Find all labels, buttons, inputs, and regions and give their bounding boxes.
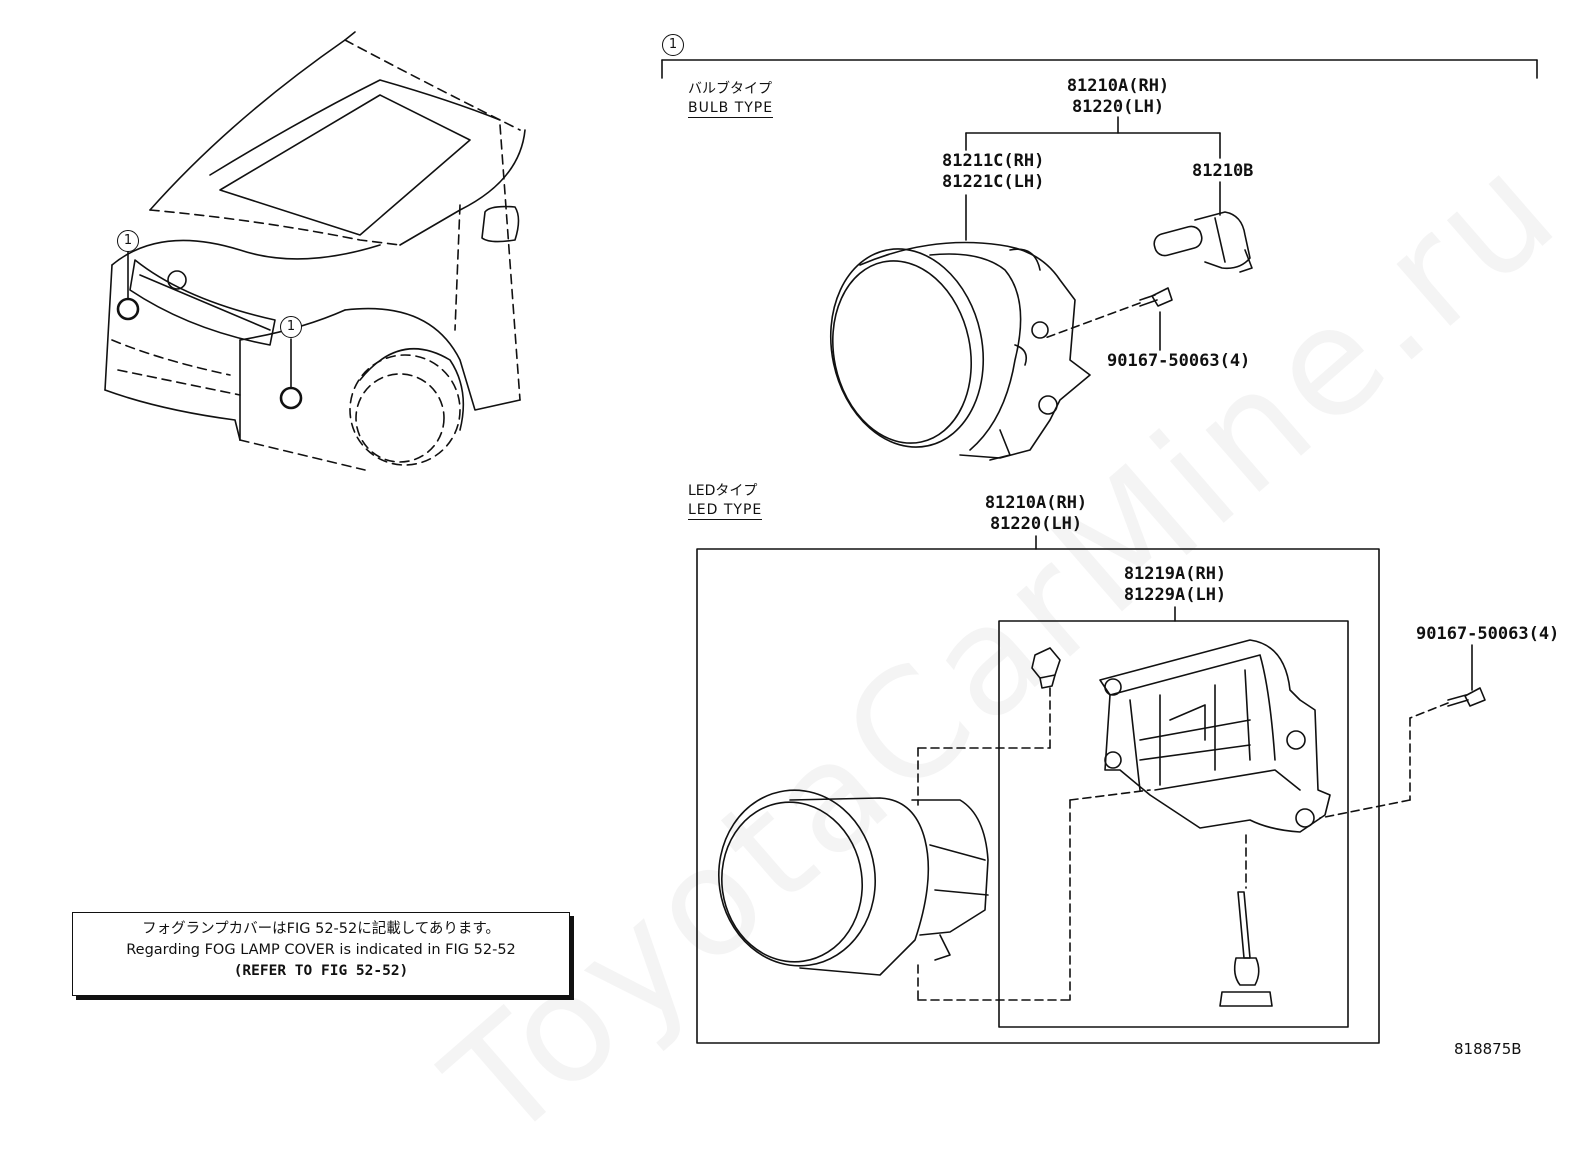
bulb-icon: [1153, 211, 1253, 273]
vehicle-location-callout: 1: [117, 230, 139, 252]
bracket-icon: [1099, 639, 1331, 833]
bulb-type-title-en: BULB TYPE: [688, 100, 774, 118]
part-number-bracket-rh: 81219A(RH): [1123, 564, 1227, 584]
led-type-assembly: [696, 535, 1486, 1044]
part-number-unit-rh: 81211C(RH): [942, 151, 1045, 171]
note-line-ref: (REFER TO FIG 52-52): [233, 963, 409, 979]
part-number-assy-lh: 81220(LH): [1071, 97, 1165, 117]
led-type-title-jp: LEDタイプ: [688, 483, 758, 499]
part-number-unit-lh: 81221C(LH): [942, 172, 1045, 192]
diagram-canvas: [104, 31, 1538, 1044]
note-line-en: Regarding FOG LAMP COVER is indicated in…: [126, 942, 516, 958]
pin-icon: [1219, 891, 1273, 1007]
part-number-bracket-lh: 81229A(LH): [1123, 585, 1227, 605]
part-number-bulb: 81210B: [1192, 161, 1254, 181]
part-number-led-assy-lh: 81220(LH): [989, 514, 1083, 534]
part-number-assy-rh: 81210A(RH): [1066, 76, 1170, 96]
part-number-screw: 90167-50063(4): [1107, 351, 1251, 371]
screw-icon: [1139, 287, 1173, 307]
clip-icon: [1031, 647, 1061, 689]
diagram-number: 818875B: [1454, 1040, 1522, 1058]
bulb-type-title-jp: バルブタイプ: [688, 81, 772, 97]
part-number-led-screw: 90167-50063(4): [1416, 624, 1560, 644]
vehicle-location-callout: 1: [280, 316, 302, 338]
fog-lamp-cover-note: フォグランプカバーはFIG 52-52に記載してあります。 Regarding …: [72, 912, 570, 996]
part-number-led-assy-rh: 81210A(RH): [984, 493, 1088, 513]
bulb-type-assembly: [829, 116, 1253, 461]
led-type-title-en: LED TYPE: [688, 502, 763, 520]
screw-icon: [1447, 687, 1486, 707]
vehicle-illustration: [104, 31, 526, 471]
group-bracket-line: [661, 59, 1538, 79]
note-line-jp: フォグランプカバーはFIG 52-52に記載してあります。: [142, 921, 500, 937]
reference-callout: 1: [662, 34, 684, 56]
